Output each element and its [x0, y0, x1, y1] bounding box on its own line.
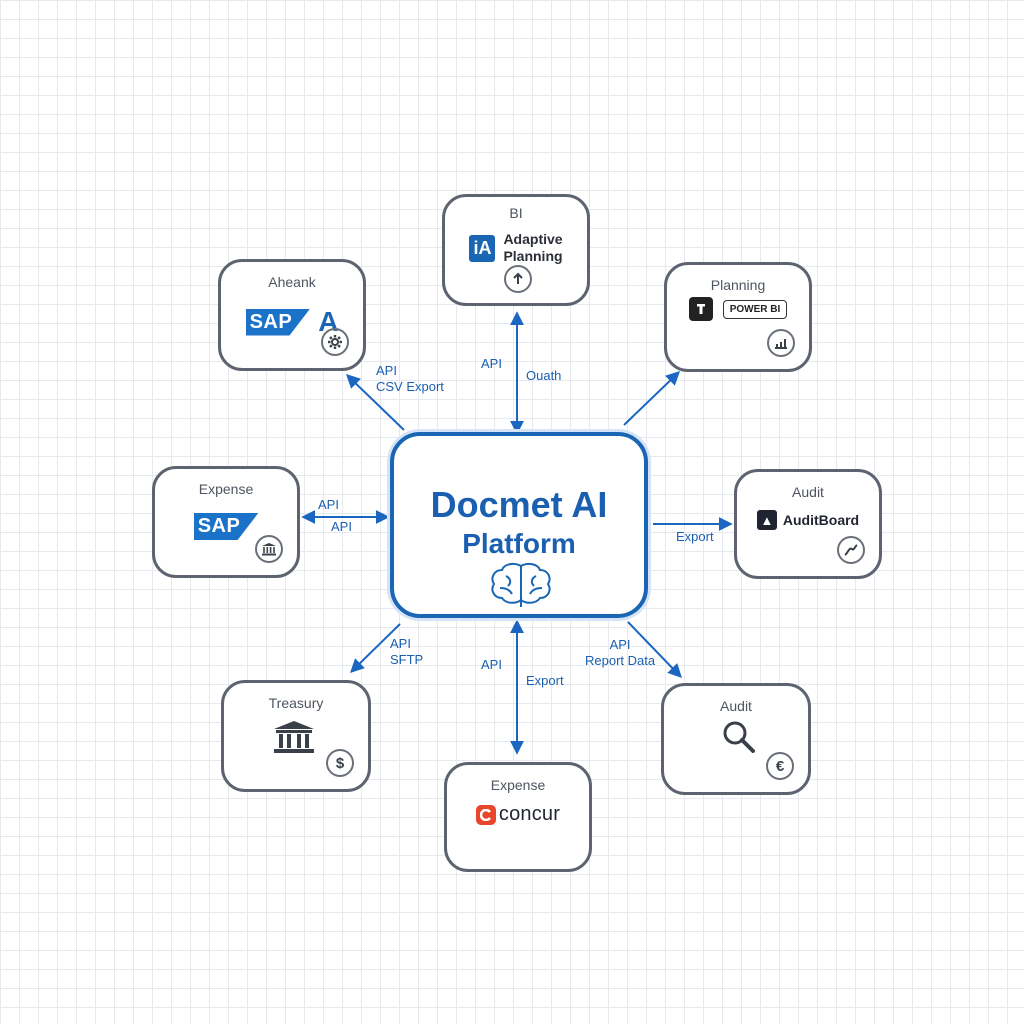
edge-bottom-right — [627, 621, 682, 679]
node-title: Audit — [720, 698, 752, 714]
edge-label-top-left: API CSV Export — [376, 363, 444, 394]
bank-icon — [255, 535, 283, 563]
edge-label-bottom-right-side: Export — [526, 673, 564, 688]
edge-label-bottom-left-side: API — [481, 657, 502, 672]
adaptive-text-2: Planning — [503, 248, 563, 264]
graph-icon — [837, 536, 865, 564]
gear-icon — [321, 328, 349, 356]
node-right[interactable]: Audit ▲ AuditBoard — [734, 469, 882, 579]
edge-label-top-left-side: API — [481, 356, 502, 371]
edge-label-bottom-left: API SFTP — [390, 636, 424, 667]
sap-logo: SAP — [193, 513, 259, 540]
edge-label-right: Export — [676, 529, 714, 544]
magnifier-icon — [723, 721, 755, 753]
powerbi-logo: POWER BI — [722, 299, 788, 319]
concur-mark-icon — [475, 804, 496, 825]
adaptive-logo-mark: iA — [469, 234, 496, 262]
node-title: Expense — [490, 777, 546, 793]
edge-label-top-right-side: Ouath — [526, 368, 562, 383]
dollar-icon: $ — [326, 749, 354, 777]
auditboard-mark-icon: ▲ — [756, 510, 777, 530]
node-title: Expense — [198, 481, 254, 497]
platform-title-line2: Platform — [462, 528, 576, 559]
node-title: Treasury — [268, 695, 324, 711]
adaptive-text-1: Adaptive — [503, 231, 563, 247]
platform-center-node[interactable]: Docmet AI Platform — [390, 432, 648, 618]
node-left[interactable]: Expense SAP — [152, 466, 300, 578]
platform-title-line1: Docmet AI — [430, 484, 608, 525]
node-title: Planning — [710, 277, 766, 293]
chart-icon — [767, 329, 795, 357]
node-bottom-right[interactable]: Audit € — [661, 683, 811, 795]
edge-label-left: API API — [318, 497, 352, 534]
node-bottom-left[interactable]: Treasury $ — [221, 680, 371, 792]
concur-logo: concur — [498, 803, 561, 825]
arrow-up-icon — [504, 265, 532, 293]
node-top-right[interactable]: Planning POWER BI — [664, 262, 812, 372]
sap-logo: SAP — [245, 308, 311, 336]
node-title: BI — [509, 205, 523, 221]
node-bottom[interactable]: Expense concur — [444, 762, 592, 872]
bank-icon — [274, 721, 314, 753]
node-title: Aheank — [268, 274, 316, 290]
node-top-left[interactable]: Aheank SAP A — [218, 259, 366, 371]
euro-icon: € — [766, 752, 794, 780]
powerbi-mark-icon — [688, 297, 713, 321]
node-top[interactable]: BI iA Adaptive Planning — [442, 194, 590, 306]
brain-icon — [491, 562, 551, 607]
auditboard-logo: AuditBoard — [782, 512, 860, 528]
edge-top-left — [345, 374, 405, 431]
node-title: Audit — [792, 484, 824, 500]
edge-top-right — [623, 371, 681, 426]
edge-label-bottom-right: API Report Data — [585, 637, 656, 668]
edge-bottom-left — [349, 623, 401, 673]
